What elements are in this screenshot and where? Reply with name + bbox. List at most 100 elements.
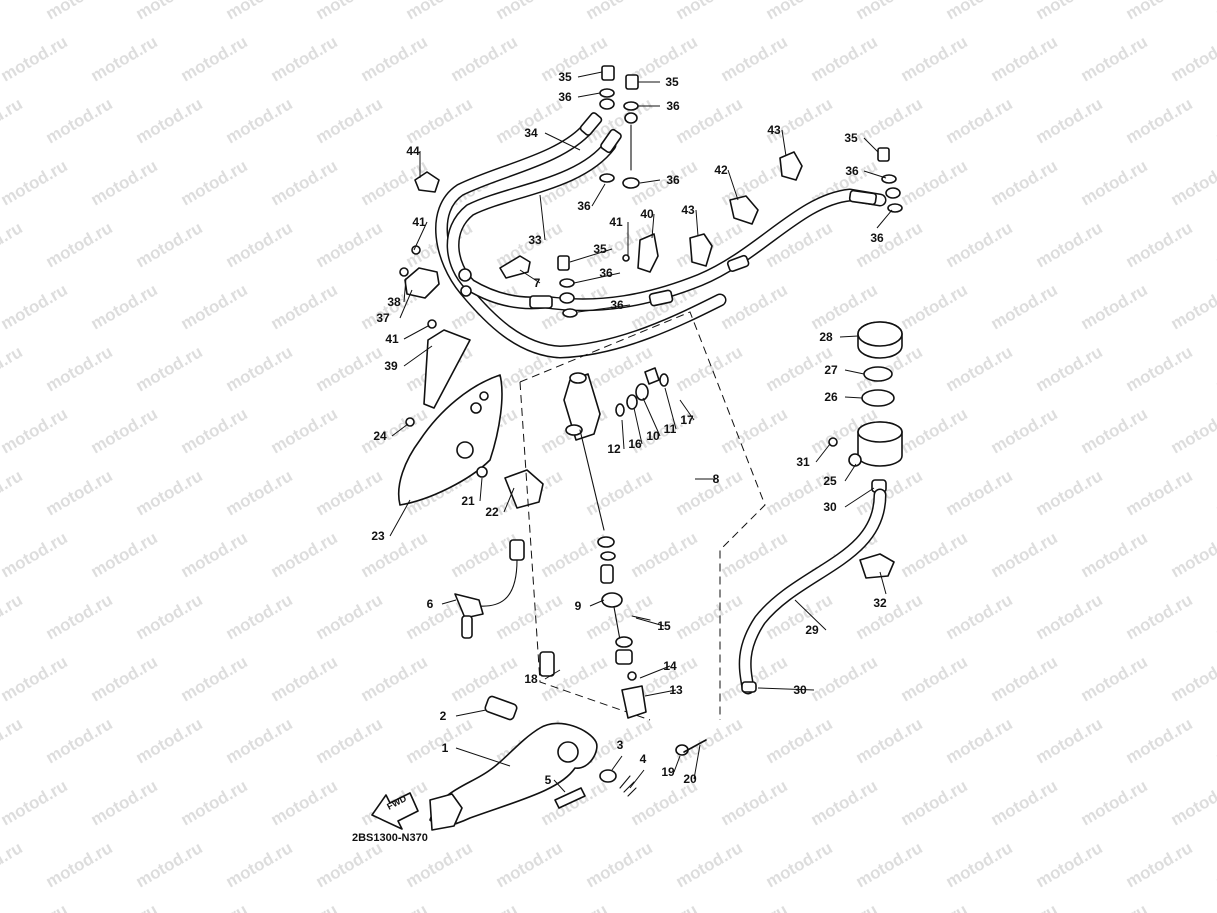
watermark-text: motod.ru bbox=[718, 900, 791, 913]
watermark-text: motod.ru bbox=[448, 652, 521, 705]
watermark-text: motod.ru bbox=[0, 280, 71, 333]
watermark-text: motod.ru bbox=[43, 218, 116, 271]
callout-30: 30 bbox=[823, 500, 837, 514]
fwd-arrow-icon: FWD bbox=[371, 792, 419, 830]
watermark-text: motod.ru bbox=[1078, 528, 1151, 581]
watermark-text: motod.ru bbox=[853, 218, 926, 271]
callout-24: 24 bbox=[373, 429, 387, 443]
callout-42: 42 bbox=[714, 163, 728, 177]
watermark-text: motod.ru bbox=[1033, 838, 1106, 891]
watermark-text: motod.ru bbox=[1033, 466, 1106, 519]
watermark-text: motod.ru bbox=[1213, 838, 1217, 891]
watermark-text: motod.ru bbox=[313, 714, 386, 767]
watermark-text: motod.ru bbox=[403, 838, 476, 891]
watermark-text: motod.ru bbox=[943, 838, 1016, 891]
callout-14: 14 bbox=[663, 659, 677, 673]
watermark-text: motod.ru bbox=[268, 404, 341, 457]
watermark-text: motod.ru bbox=[1168, 156, 1217, 209]
assembly-outline bbox=[519, 311, 766, 721]
callout-34: 34 bbox=[524, 126, 538, 140]
callout-30: 30 bbox=[793, 683, 807, 697]
watermark-text: motod.ru bbox=[1123, 590, 1196, 643]
callout-25: 25 bbox=[823, 474, 837, 488]
watermark-text: motod.ru bbox=[178, 280, 251, 333]
watermark-text: motod.ru bbox=[1033, 714, 1106, 767]
watermark-text: motod.ru bbox=[583, 838, 656, 891]
watermark-text: motod.ru bbox=[1123, 838, 1196, 891]
watermark-text: motod.ru bbox=[853, 838, 926, 891]
watermark-text: motod.ru bbox=[223, 590, 296, 643]
watermark-text: motod.ru bbox=[988, 404, 1061, 457]
callout-36: 36 bbox=[666, 173, 680, 187]
watermark-text: motod.ru bbox=[358, 652, 431, 705]
watermark-text: motod.ru bbox=[718, 652, 791, 705]
watermark-text: motod.ru bbox=[133, 0, 206, 23]
watermark-text: motod.ru bbox=[88, 404, 161, 457]
watermark-text: motod.ru bbox=[988, 900, 1061, 913]
watermark-text: motod.ru bbox=[493, 838, 566, 891]
watermark-text: motod.ru bbox=[268, 280, 341, 333]
watermark-text: motod.ru bbox=[1168, 900, 1217, 913]
callout-39: 39 bbox=[384, 359, 398, 373]
watermark-text: motod.ru bbox=[0, 714, 26, 767]
watermark-text: motod.ru bbox=[538, 900, 611, 913]
watermark-text: motod.ru bbox=[178, 528, 251, 581]
watermark-text: motod.ru bbox=[178, 32, 251, 85]
watermark-text: motod.ru bbox=[1123, 0, 1196, 23]
watermark-text: motod.ru bbox=[448, 32, 521, 85]
watermark-text: motod.ru bbox=[673, 590, 746, 643]
callout-35: 35 bbox=[558, 70, 572, 84]
watermark-text: motod.ru bbox=[223, 342, 296, 395]
watermark-text: motod.ru bbox=[313, 466, 386, 519]
watermark-text: motod.ru bbox=[898, 32, 971, 85]
brake-hose-33-34 bbox=[435, 112, 887, 359]
watermark-text: motod.ru bbox=[898, 280, 971, 333]
callout-23: 23 bbox=[371, 529, 385, 543]
callout-11: 11 bbox=[664, 422, 677, 436]
watermark-text: motod.ru bbox=[943, 94, 1016, 147]
callout-35: 35 bbox=[665, 75, 679, 89]
callout-6: 6 bbox=[427, 597, 434, 611]
watermark-text: motod.ru bbox=[0, 652, 71, 705]
callout-17: 17 bbox=[680, 413, 694, 427]
callout-36: 36 bbox=[845, 164, 859, 178]
watermark-text: motod.ru bbox=[943, 466, 1016, 519]
callout-41: 41 bbox=[412, 215, 426, 229]
watermark-text: motod.ru bbox=[0, 466, 26, 519]
watermark-text: motod.ru bbox=[673, 466, 746, 519]
callout-31: 31 bbox=[796, 455, 810, 469]
watermark-text: motod.ru bbox=[0, 32, 71, 85]
watermark-text: motod.ru bbox=[0, 528, 71, 581]
watermark-text: motod.ru bbox=[853, 0, 926, 23]
watermark-text: motod.ru bbox=[1213, 590, 1217, 643]
watermark-text: motod.ru bbox=[178, 404, 251, 457]
callout-1: 1 bbox=[442, 741, 449, 755]
callout-36: 36 bbox=[870, 231, 884, 245]
hose-clamps bbox=[399, 151, 803, 409]
watermark-text: motod.ru bbox=[268, 156, 341, 209]
callout-36: 36 bbox=[666, 99, 680, 113]
watermark-text: motod.ru bbox=[853, 94, 926, 147]
callout-22: 22 bbox=[485, 505, 499, 519]
watermark-text: motod.ru bbox=[223, 218, 296, 271]
watermark-text: motod.ru bbox=[1168, 776, 1217, 829]
watermark-text: motod.ru bbox=[763, 838, 836, 891]
watermark-text: motod.ru bbox=[943, 342, 1016, 395]
callout-44: 44 bbox=[406, 144, 420, 158]
watermark-text: motod.ru bbox=[43, 94, 116, 147]
callout-33: 33 bbox=[528, 233, 542, 247]
watermark-text: motod.ru bbox=[808, 900, 881, 913]
watermark-text: motod.ru bbox=[583, 466, 656, 519]
watermark-text: motod.ru bbox=[898, 528, 971, 581]
watermark-text: motod.ru bbox=[943, 590, 1016, 643]
watermark-text: motod.ru bbox=[1123, 94, 1196, 147]
diagram-code: 2BS1300-N370 bbox=[352, 832, 428, 844]
callout-27: 27 bbox=[824, 363, 838, 377]
watermark-text: motod.ru bbox=[313, 94, 386, 147]
watermark-text: motod.ru bbox=[133, 590, 206, 643]
watermark-text: motod.ru bbox=[1213, 342, 1217, 395]
watermark-text: motod.ru bbox=[718, 280, 791, 333]
watermark-text: motod.ru bbox=[1168, 528, 1217, 581]
